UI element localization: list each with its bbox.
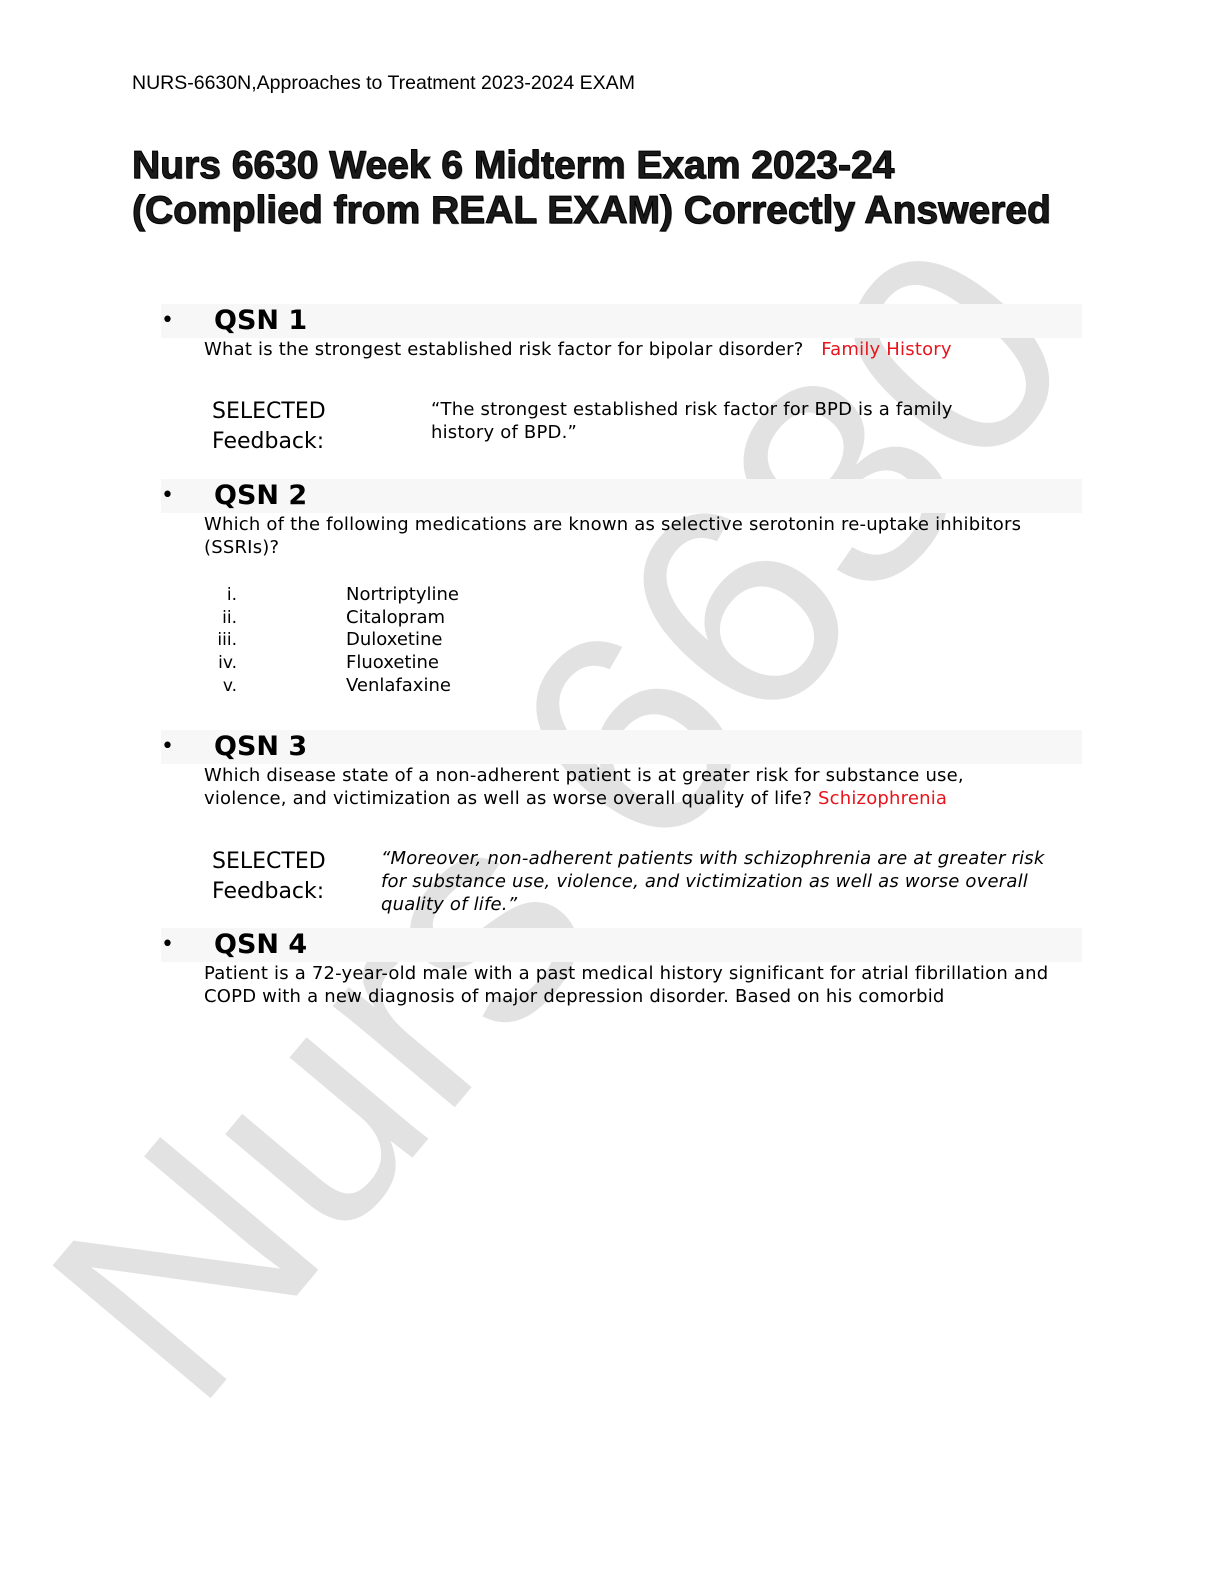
option-5-number: v. [222, 676, 237, 696]
question-3-bullet: • [161, 734, 174, 759]
question-2-header-bar [161, 479, 1082, 513]
question-1-header-bar [161, 304, 1082, 338]
feedback-label-line-2: Feedback: [212, 879, 325, 904]
question-1-text: What is the strongest established risk f… [204, 338, 1084, 361]
question-2-text: Which of the following medications are k… [204, 514, 1022, 558]
option-3-text: Duloxetine [346, 629, 443, 650]
question-1-bullet: • [161, 308, 174, 333]
question-3-text: Which disease state of a non-adherent pa… [204, 764, 1034, 810]
question-3-prompt: Which disease state of a non-adherent pa… [204, 765, 964, 809]
option-1-number: i. [226, 585, 237, 605]
option-2-number: ii. [222, 608, 237, 628]
feedback-label-line-1: SELECTED [212, 849, 326, 874]
question-2-bullet: • [161, 483, 174, 508]
running-header: NURS-6630N,Approaches to Treatment 2023-… [132, 72, 635, 94]
question-3-feedback-text: “Moreover, non-adherent patients with sc… [381, 848, 1045, 915]
option-4-text: Fluoxetine [346, 652, 439, 673]
feedback-label-line-1: SELECTED [212, 399, 326, 424]
option-5-text: Venlafaxine [346, 675, 451, 696]
question-4-bullet: • [161, 932, 174, 957]
question-4-header-bar [161, 928, 1082, 962]
option-3-number: iii. [217, 630, 237, 650]
document-title: Nurs 6630 Week 6 Midterm Exam 2023-24 (C… [132, 144, 1052, 233]
question-1-feedback-label: SELECTED Feedback: [212, 397, 326, 457]
option-1-text: Nortriptyline [346, 584, 459, 605]
question-3-label: QSN 3 [214, 731, 308, 762]
question-4-label: QSN 4 [214, 929, 308, 960]
feedback-label-line-2: Feedback: [212, 429, 325, 454]
question-3-answer: Schizophrenia [818, 788, 948, 809]
option-2-text: Citalopram [346, 607, 446, 628]
option-4-number: iv. [218, 653, 237, 673]
question-1-feedback-text: “The strongest established risk factor f… [431, 399, 953, 443]
question-3-header-bar [161, 730, 1082, 764]
question-3-feedback-label: SELECTED Feedback: [212, 847, 326, 907]
question-1-answer: Family History [821, 339, 952, 360]
question-4-text: Patient is a 72-year-old male with a pas… [204, 963, 1049, 1007]
question-1-prompt: What is the strongest established risk f… [204, 339, 804, 360]
question-1-label: QSN 1 [214, 305, 308, 336]
question-2-label: QSN 2 [214, 480, 308, 511]
